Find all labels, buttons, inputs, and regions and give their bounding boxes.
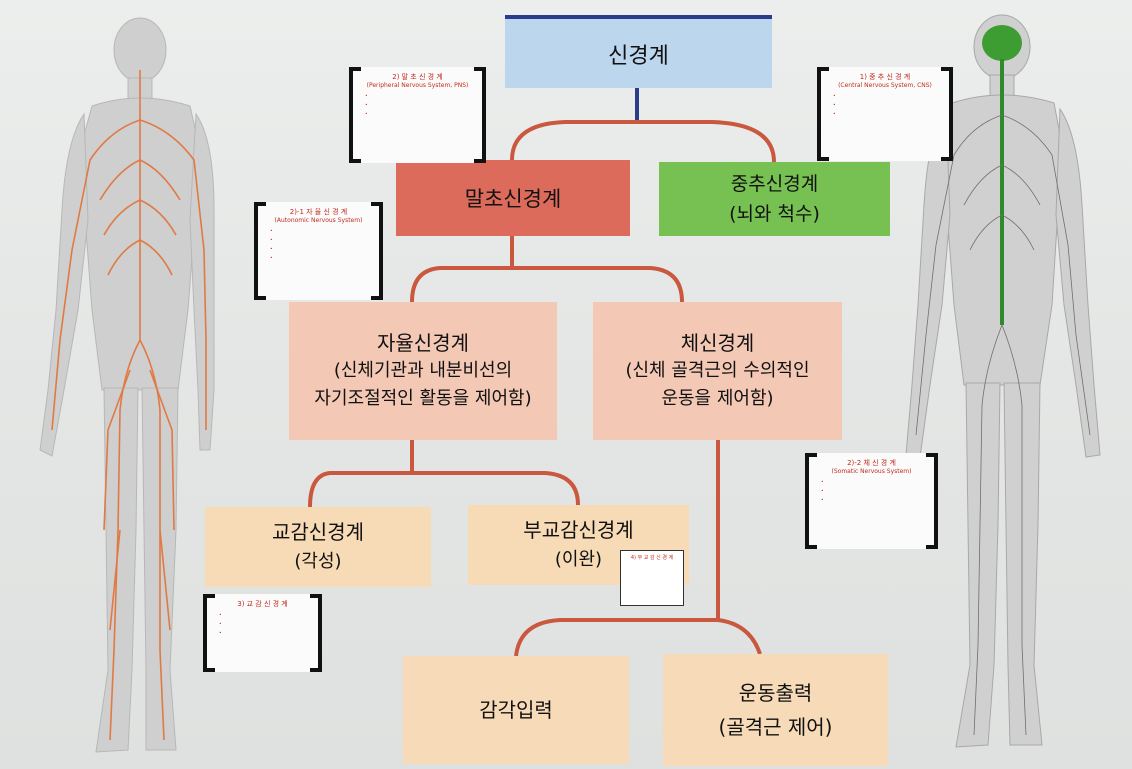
- note-sym-lines: [203, 613, 322, 637]
- note-cns: 1) 중 추 신 경 계 (Central Nervous System, CN…: [817, 67, 953, 161]
- node-central: 중추신경계 (뇌와 척수): [659, 162, 890, 236]
- node-nervous-system-label: 신경계: [608, 43, 669, 69]
- node-central-detail: (뇌와 척수): [729, 203, 820, 225]
- connector-to-input: [514, 618, 718, 657]
- note-para: 4) 부 교 감 신 경 계: [620, 550, 684, 606]
- node-sympathetic: 교감신경계 (각성): [205, 507, 431, 587]
- node-motor-output: 운동출력 (골격근 제어): [663, 654, 888, 766]
- human-body-peripheral-nerves-icon: [39, 17, 215, 753]
- note-ans-lines: [254, 229, 383, 262]
- node-nervous-system: 신경계: [505, 15, 772, 88]
- node-sensory-input: 감각입력: [403, 656, 629, 764]
- node-motor-output-label: 운동출력: [738, 681, 813, 705]
- note-sym: 3) 교 감 신 경 계: [203, 594, 322, 672]
- node-sensory-input-label: 감각입력: [479, 698, 553, 722]
- connector-to-output: [717, 618, 762, 655]
- note-sym-title: 3) 교 감 신 경 계: [237, 600, 288, 608]
- brain-mark: [982, 25, 1022, 61]
- note-ans: 2)-1 자 율 신 경 계 (Autonomic Nervous System…: [254, 202, 383, 300]
- note-sns-lines: [805, 480, 938, 504]
- note-para-lines: [621, 563, 683, 583]
- node-peripheral: 말초신경계: [396, 160, 630, 236]
- node-autonomic-label: 자율신경계: [377, 331, 469, 355]
- connector-to-cns: [637, 120, 776, 163]
- note-para-title: 4) 부 교 감 신 경 계: [630, 555, 674, 561]
- note-sns: 2)-2 체 신 경 계 (Somatic Nervous System): [805, 453, 938, 549]
- node-somatic-line2: 운동을 제어함): [661, 388, 774, 409]
- note-cns-subtitle: (Central Nervous System, CNS): [838, 82, 932, 89]
- connector-to-ans: [410, 266, 512, 303]
- connector-to-sns: [512, 266, 684, 303]
- node-sympathetic-detail: (각성): [294, 551, 342, 572]
- connector-to-sym: [308, 471, 412, 508]
- node-autonomic: 자율신경계 (신체기관과 내분비선의 자기조절적인 활동을 제어함): [289, 302, 557, 440]
- note-pns-lines: [349, 94, 486, 118]
- human-body-central-nerves-icon: [905, 14, 1101, 748]
- note-sns-subtitle: (Somatic Nervous System): [831, 468, 912, 475]
- node-central-label: 중추신경계: [730, 173, 819, 195]
- note-sns-title: 2)-2 체 신 경 계: [847, 459, 896, 467]
- note-cns-lines: [817, 94, 953, 118]
- note-pns-subtitle: (Peripheral Nervous System, PNS): [366, 82, 469, 89]
- node-autonomic-line2: 자기조절적인 활동을 제어함): [314, 388, 532, 409]
- note-ans-subtitle: (Autonomic Nervous System): [274, 217, 363, 224]
- node-autonomic-line1: (신체기관과 내분비선의: [333, 360, 513, 381]
- node-parasympathetic-label: 부교감신경계: [523, 518, 634, 542]
- node-somatic-line1: (신체 골격근의 수의적인: [625, 360, 810, 381]
- node-sympathetic-label: 교감신경계: [272, 520, 364, 544]
- node-peripheral-label: 말초신경계: [464, 187, 562, 211]
- note-cns-title: 1) 중 추 신 경 계: [859, 73, 911, 81]
- connector-to-pns: [510, 120, 637, 161]
- note-pns-title: 2) 말 초 신 경 계: [392, 73, 443, 81]
- note-ans-title: 2)-1 자 율 신 경 계: [289, 208, 348, 216]
- node-somatic: 체신경계 (신체 골격근의 수의적인 운동을 제어함): [593, 302, 842, 440]
- note-pns: 2) 말 초 신 경 계 (Peripheral Nervous System,…: [349, 67, 486, 163]
- node-somatic-label: 체신경계: [680, 331, 755, 355]
- connector-to-para: [412, 471, 580, 506]
- node-parasympathetic-detail: (이완): [554, 549, 603, 570]
- node-motor-output-detail: (골격근 제어): [718, 715, 833, 739]
